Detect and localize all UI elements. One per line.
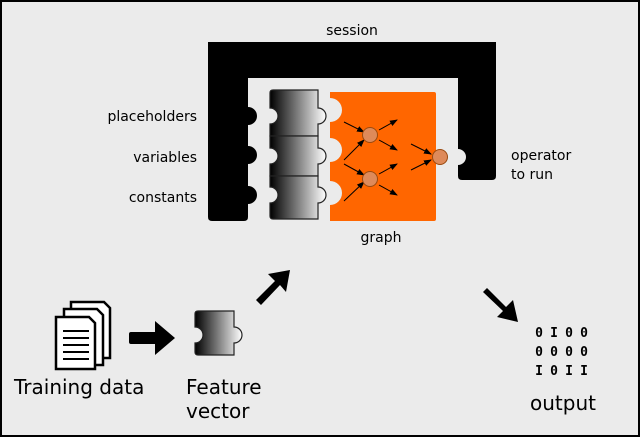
output-bit: 0 [565,326,573,341]
session-label: session [326,23,378,39]
graph-label: graph [361,230,402,246]
arrow-right-icon [129,321,175,355]
output-bit: 0 [550,364,558,379]
output-bit: 0 [565,345,573,360]
training-data-label: Training data [13,375,144,399]
graph-block [330,92,436,221]
puzzle-piece-placeholders [269,89,327,137]
feature-vector-puzzle-icon [194,310,243,356]
output-bit: I [580,364,588,379]
puzzle-piece-constants [269,175,327,220]
puzzle-piece-variables [269,135,327,177]
output-bit: I [565,364,573,379]
output-label: output [530,391,596,415]
operator-label-line2: to run [511,167,553,183]
output-bit: I [535,364,543,379]
output-bit: 0 [580,345,588,360]
graph-node-2 [362,171,378,187]
feature-vector-label-line1: Feature [186,375,262,399]
output-bit: 0 [550,345,558,360]
feature-vector-label-line2: vector [186,399,250,423]
input-puzzle-stack [269,89,327,220]
arrow-down-right-icon [483,288,518,322]
arrow-up-right-icon [256,270,290,305]
session-frame [208,42,496,221]
variables-label: variables [133,150,197,166]
graph-node-output [432,149,448,165]
graph-edges [343,119,432,202]
stacked-documents-icon [54,300,112,371]
output-bit: I [550,326,558,341]
output-bit: 0 [535,326,543,341]
placeholders-label: placeholders [107,109,197,125]
output-bit: 0 [535,345,543,360]
graph-node-1 [362,127,378,143]
operator-label-line1: operator [511,148,571,164]
constants-label: constants [129,190,197,206]
output-bit: 0 [580,326,588,341]
